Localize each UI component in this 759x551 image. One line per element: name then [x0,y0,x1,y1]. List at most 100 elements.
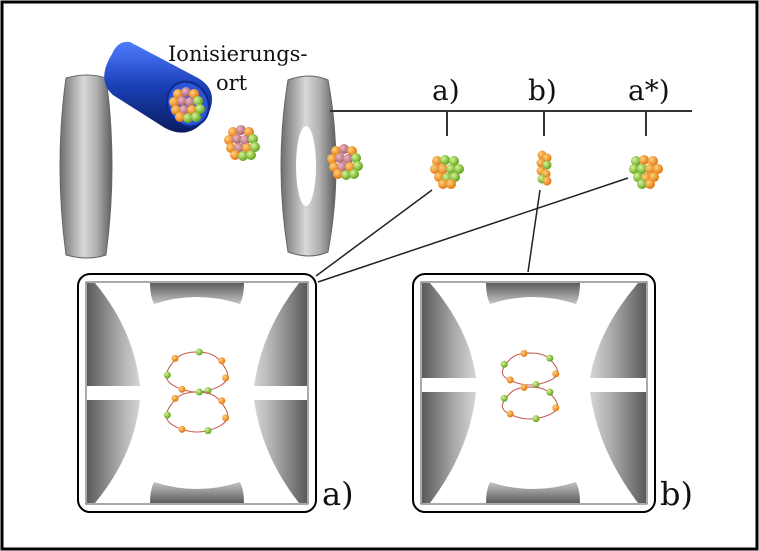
panel-b-trajectory [500,349,560,423]
atom [327,154,337,164]
atom [183,113,193,123]
stage-label-a: a) [432,74,460,107]
atom [193,96,203,106]
atom [449,156,459,166]
atom [546,354,554,362]
atom [440,155,450,165]
atom [163,371,171,379]
connector-b-to-panel-b [527,189,541,273]
atom [552,404,560,412]
left-ring-electrode [59,74,113,259]
panel-a-left-electrode-upper [87,283,140,386]
atom [204,427,212,435]
atom [648,156,658,166]
atom [171,394,179,402]
atom [333,169,343,179]
atom [353,161,363,171]
ring-aperture [296,126,316,206]
panel-b-right-electrode-upper [590,283,646,378]
atom [637,164,647,174]
atom [195,388,203,396]
atom [339,144,349,154]
panel-b-top-electrode [486,283,580,304]
atom [163,411,171,419]
atom [542,153,552,163]
cluster-stage-a [430,155,464,189]
atom [218,357,226,365]
atom [246,150,256,160]
atom [181,87,191,97]
ionization-site-label-line2: ort [216,71,248,95]
connector-a-to-panel-a [315,189,433,277]
atom [645,164,655,174]
atom [542,176,552,186]
atom [653,164,663,174]
emitted-cluster [224,125,260,161]
atom [506,376,514,384]
panel-b-bottom-electrode [486,482,580,503]
trajectory-loop [501,386,559,420]
atom [185,97,195,107]
panel-b-left-electrode-upper [422,283,476,378]
atom [343,154,353,164]
atom [546,388,554,396]
panel-a-right-electrode-upper [254,283,307,386]
cluster-stage-a-star [629,155,663,189]
atom [454,164,464,174]
atom [230,150,240,160]
atom [552,370,560,378]
panel-a-left-electrode-lower [87,400,140,503]
panel-a-top-electrode [150,283,244,304]
connector-a-star-to-panel-a [317,177,629,283]
atom [351,153,361,163]
atom [506,410,514,418]
right-ring-electrode [280,75,337,257]
atom [500,394,508,402]
atom [240,135,250,145]
atom [236,125,246,135]
trap-panel-a [77,273,317,513]
ionization-site-label-line1: Ionisierungs- [168,42,308,66]
atom [178,425,186,433]
atom [171,354,179,362]
atom [195,104,205,114]
panel-b-left-electrode-lower [422,392,476,503]
atom [349,169,359,179]
atom [520,349,528,357]
atom [520,383,528,391]
atom [222,374,230,382]
atom [637,179,647,189]
cluster-stage-b [536,150,552,186]
panel-a-trajectory [163,348,230,435]
atom [532,381,540,389]
atom [232,134,242,144]
panel-a-right-electrode-lower [254,400,307,503]
atom [178,385,186,393]
atom [248,134,258,144]
atom [446,164,456,174]
cluster-in-tube [169,87,205,123]
atom [446,179,456,189]
atom [438,164,448,174]
panel-label-a: a) [322,475,354,513]
cluster-at-aperture [327,144,363,180]
atom [532,415,540,423]
panel-a-bottom-electrode [150,482,244,503]
atom [224,135,234,145]
stage-label-a-star: a*) [628,74,670,107]
panel-b-right-electrode-lower [590,392,646,503]
atom [432,156,442,166]
atom [335,153,345,163]
atom [341,170,351,180]
atom [218,397,226,405]
atom [645,179,655,189]
trap-panel-b [412,273,656,513]
atom [238,151,248,161]
stage-label-b: b) [528,74,557,107]
atom [250,142,260,152]
atom [500,360,508,368]
atom [629,164,639,174]
atom [430,164,440,174]
atom [631,156,641,166]
